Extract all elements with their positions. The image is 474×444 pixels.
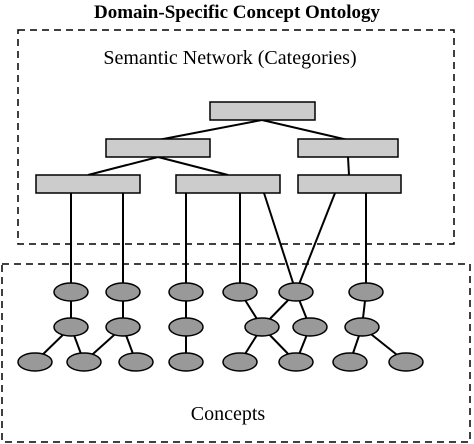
concept-node [105,317,141,337]
concept-node [344,317,380,337]
edge [157,156,229,176]
concept-node [53,282,89,302]
edge [261,119,349,141]
concept-node [118,352,154,372]
category-node [105,138,211,158]
edge [295,192,336,293]
diagram-title: Domain-Specific Concept Ontology [94,2,381,23]
category-node [209,101,316,121]
concept-node [278,282,314,302]
concept-node [168,317,204,337]
category-node [297,138,399,158]
concept-node [53,317,89,337]
category-node [35,174,141,194]
concept-node [222,352,258,372]
concept-nodes [17,282,424,372]
concept-node [332,352,368,372]
edge [263,192,297,293]
edge [347,156,350,176]
concept-node [168,282,204,302]
concept-node [222,282,258,302]
concept-node [244,317,280,337]
concept-node [388,352,424,372]
edge [157,119,263,141]
concept-node [66,352,102,372]
concept-node [348,282,384,302]
concepts-label: Concepts [191,403,266,425]
semantic-network-region [17,29,455,245]
concept-node [105,282,141,302]
concept-node [168,352,204,372]
concepts-region [1,263,471,443]
concept-node [17,352,53,372]
category-node [297,174,402,194]
concept-node [278,352,314,372]
edge [87,156,159,176]
concept-node [292,317,328,337]
semantic-network-label: Semantic Network (Categories) [103,47,356,69]
category-node [175,174,281,194]
category-nodes [35,101,402,194]
